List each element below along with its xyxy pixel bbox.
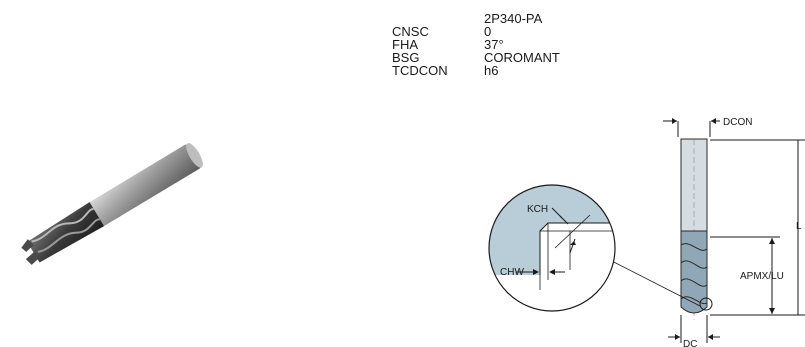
dcon-label: DCON (723, 117, 752, 128)
shank-shape (88, 144, 201, 227)
spec-row-designation: 2P340-PA (392, 12, 560, 25)
spec-row-cnsc: CNSC 0 (392, 25, 560, 38)
flute-shape (27, 202, 105, 263)
tool-flutes-drawing (680, 230, 708, 314)
dc-label: DC (683, 339, 697, 347)
spec-key: TCDCON (392, 63, 448, 78)
spec-value: 2P340-PA (484, 11, 543, 26)
end-mill-photo (21, 143, 203, 265)
spec-value: 0 (484, 24, 492, 39)
spec-key: CNSC (392, 24, 429, 39)
spec-row-fha: FHA 37° (392, 38, 560, 51)
spec-value: h6 (484, 63, 499, 78)
spec-value: COROMANT (484, 50, 560, 65)
detail-marker-circle (699, 297, 713, 311)
dimension-drawing: DCON L APMX/LU DC (488, 117, 805, 347)
chw-label: CHW (500, 267, 524, 278)
spec-row-tcdcon: TCDCON h6 (392, 64, 560, 77)
spec-value: 37° (484, 37, 504, 52)
spec-table: 2P340-PA CNSC 0 FHA 37° BSG COROMANT TCD… (392, 12, 560, 77)
spec-key: BSG (392, 50, 420, 65)
spec-key: FHA (392, 37, 418, 52)
apmx-lu-label: APMX/LU (740, 271, 784, 282)
kch-label: KCH (527, 204, 548, 215)
detail-view: KCH CHW (488, 184, 616, 312)
spec-row-bsg: BSG COROMANT (392, 51, 560, 64)
l-label: L (796, 221, 802, 232)
